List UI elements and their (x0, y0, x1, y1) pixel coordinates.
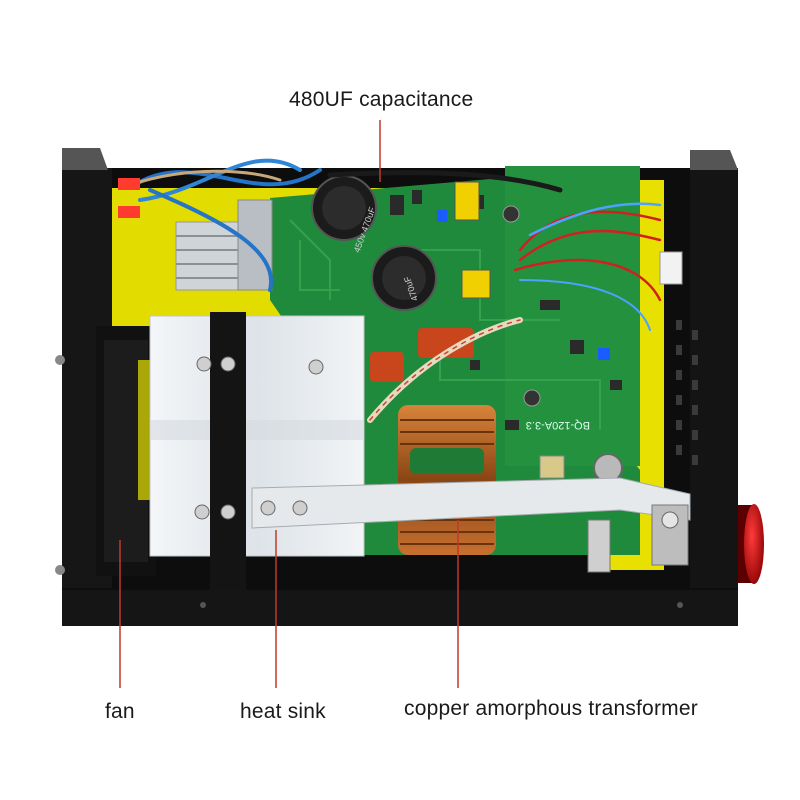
busbar-strip (251, 477, 691, 529)
red-terminal-1 (118, 178, 140, 190)
fan (96, 326, 156, 576)
film-capacitor-2 (370, 352, 404, 382)
heat-sink-label: heat sink (240, 700, 326, 723)
capacitor-2: 470uF (371, 245, 437, 311)
wires (128, 158, 662, 423)
small-heat-sink (175, 199, 273, 291)
copper-transformer (398, 405, 496, 555)
film-capacitor (418, 328, 474, 358)
callout-lines (119, 120, 459, 688)
control-knob (738, 504, 764, 584)
heat-sink (149, 312, 365, 590)
fan-label: fan (105, 700, 135, 723)
red-terminal-2 (118, 206, 140, 218)
transformer-label: copper amorphous transformer (404, 697, 698, 720)
white-connector (659, 251, 683, 285)
capacitance-label: 480UF capacitance (289, 88, 474, 111)
vent-holes (676, 320, 698, 465)
pcb-code-marking: BQ-120A-3.3 (526, 419, 590, 431)
output-terminal (587, 504, 689, 573)
